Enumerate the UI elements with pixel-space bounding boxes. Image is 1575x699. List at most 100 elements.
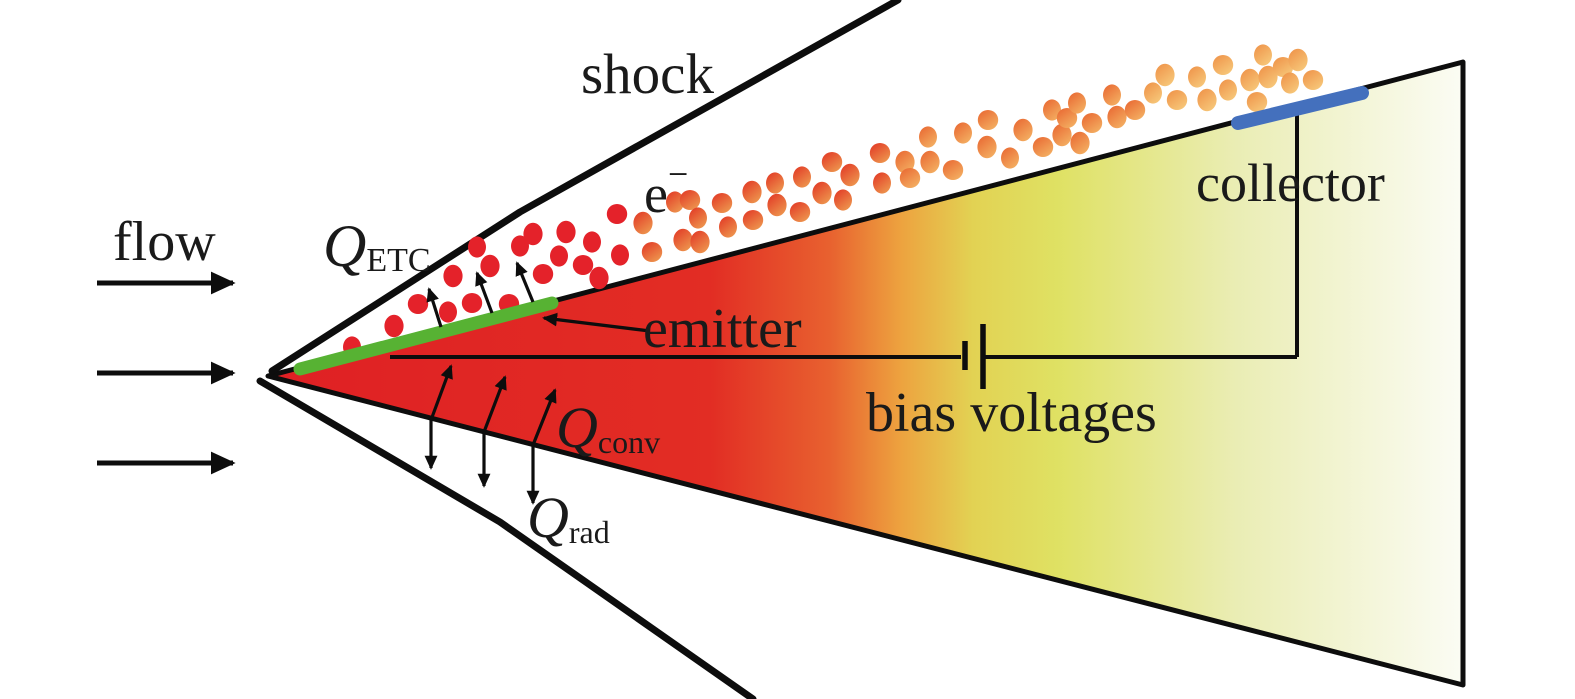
electron-dot — [1272, 57, 1294, 77]
electron-dot — [1103, 84, 1121, 106]
electron-dot — [611, 244, 629, 266]
q-etc-arrow — [426, 287, 443, 328]
wedge-body — [265, 59, 1466, 688]
electron-dot — [834, 189, 852, 211]
electron-dot — [1197, 88, 1217, 112]
electron-dot — [1166, 90, 1188, 110]
q-etc-arrow — [475, 271, 494, 314]
collector-strip — [1231, 86, 1369, 130]
electron-dot — [679, 190, 701, 210]
electron-dot — [468, 236, 486, 258]
electron-dot — [1240, 68, 1260, 92]
electron-dot — [1070, 131, 1090, 155]
emitter-pointer-arrow — [542, 312, 651, 333]
emitter-label: emitter — [643, 298, 802, 360]
electron-dot — [1219, 79, 1237, 101]
electron-dot — [812, 181, 832, 205]
electron-dot — [977, 135, 997, 159]
q-rad-label: Qrad — [527, 485, 610, 550]
electron-dot — [1212, 55, 1234, 75]
electron-dot — [1081, 113, 1103, 133]
shock-label: shock — [581, 43, 714, 106]
electron-dot — [869, 143, 891, 163]
electron-dot — [511, 235, 529, 257]
electron-dot — [480, 254, 500, 278]
q-etc-arrows — [426, 261, 535, 328]
electron-dot — [1056, 108, 1078, 128]
electron-dot — [840, 163, 860, 187]
electron-dot — [384, 314, 404, 338]
electron-dot — [1013, 118, 1033, 142]
electron-dot — [523, 222, 543, 246]
electron-dot — [641, 242, 663, 262]
electron-dot — [1254, 44, 1272, 66]
electron-dot — [977, 110, 999, 130]
lower-shock-line — [256, 377, 757, 699]
q-conv-arrow — [482, 375, 507, 433]
electron-dot — [1144, 82, 1162, 104]
electron-dot — [1124, 100, 1146, 120]
flow-label: flow — [113, 211, 216, 273]
electron-dot — [821, 152, 843, 172]
electron-dot — [690, 230, 710, 254]
q-conv-label: Qconv — [556, 395, 660, 460]
electron-dot — [1246, 92, 1268, 112]
electron-dot — [1188, 66, 1206, 88]
electron-dot — [532, 264, 554, 284]
q-conv-rad-arrows — [424, 364, 557, 505]
electron-dot — [689, 207, 707, 229]
electron-dot — [954, 122, 972, 144]
electron-dot — [899, 168, 921, 188]
electron-dot — [1155, 63, 1175, 87]
electron-dot — [1001, 147, 1019, 169]
electron-dot — [873, 172, 891, 194]
electron-dot — [461, 293, 483, 313]
electron-dot — [1052, 123, 1072, 147]
electron-dot — [1068, 92, 1086, 114]
electron-dot — [407, 294, 429, 314]
electron-dot — [895, 150, 915, 174]
collector-label: collector — [1196, 153, 1385, 213]
emitter-strip — [293, 296, 559, 376]
electron-dot — [556, 220, 576, 244]
electron-dot — [1107, 105, 1127, 129]
electron-dot — [766, 172, 784, 194]
electron-dot — [767, 193, 787, 217]
electron-dot — [1032, 137, 1054, 157]
electron-dots — [343, 44, 1324, 358]
electron-dot — [606, 204, 628, 224]
flow-arrows — [97, 271, 236, 475]
electron-dot — [789, 202, 811, 222]
electron-dot — [572, 255, 594, 275]
electron-label: e− — [644, 154, 688, 224]
electron-dot — [920, 150, 940, 174]
electron-dot — [666, 191, 684, 213]
electron-dot — [1302, 70, 1324, 90]
electron-dot — [550, 245, 568, 267]
electron-dot — [439, 301, 457, 323]
electron-dot — [1043, 99, 1061, 121]
electron-dot — [673, 228, 693, 252]
electron-dot — [719, 216, 737, 238]
electron-dot — [633, 211, 653, 235]
electron-dot — [583, 231, 601, 253]
bias-circuit — [390, 110, 1299, 389]
q-etc-arrow — [515, 261, 535, 303]
q-conv-arrow — [531, 388, 557, 446]
q-etc-label: QETC — [323, 213, 431, 279]
electron-dot — [1258, 65, 1278, 89]
electron-dot — [711, 193, 733, 213]
electron-dot — [742, 180, 762, 204]
upper-shock-line — [268, 0, 902, 375]
electron-dot — [1281, 72, 1299, 94]
electron-dot — [942, 160, 964, 180]
electron-dot — [742, 210, 764, 230]
electron-dot — [1288, 48, 1308, 72]
bias-voltages-label: bias voltages — [866, 382, 1157, 444]
q-conv-arrow — [429, 364, 453, 421]
electron-dot — [919, 126, 937, 148]
battery-icon — [962, 324, 986, 389]
electron-dot — [589, 266, 609, 290]
